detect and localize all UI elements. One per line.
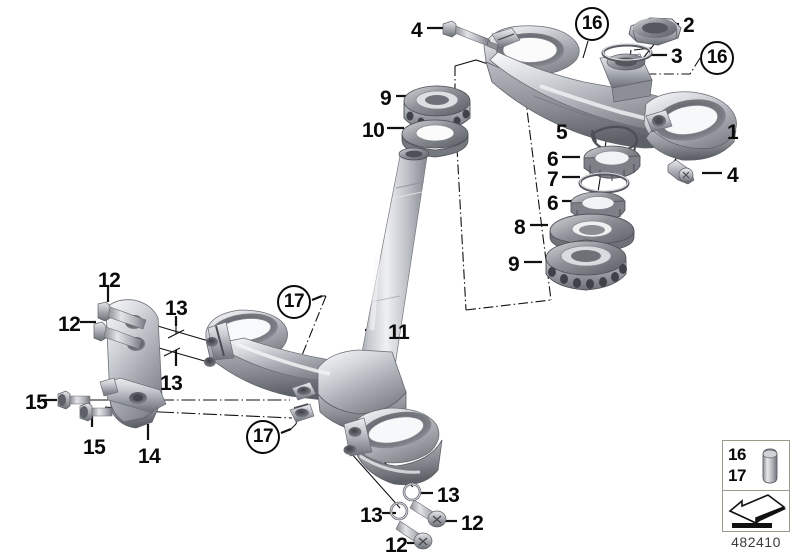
part-13-clamp-washer-d xyxy=(389,501,409,521)
callout-13: 13 xyxy=(165,297,188,320)
callout-12: 12 xyxy=(461,512,484,535)
callout-14: 14 xyxy=(138,445,161,468)
part-4-bolt-top xyxy=(442,20,499,51)
callout-17-circled: 17 xyxy=(277,285,311,319)
legend-box: 16 17 xyxy=(722,440,790,532)
part-11-steering-stem-tube xyxy=(351,147,430,413)
part-9-taper-roller-bearing-lower xyxy=(545,239,627,291)
part-15-bracket-bolt-a xyxy=(57,390,91,410)
callout-7: 7 xyxy=(547,168,559,191)
callout-9: 9 xyxy=(380,87,392,110)
callout-16-circled: 16 xyxy=(700,41,734,75)
callout-6: 6 xyxy=(547,148,559,171)
pin-icon xyxy=(762,448,778,484)
callout-13: 13 xyxy=(437,484,460,507)
part-4-bolt-right xyxy=(667,159,695,185)
callout-13: 13 xyxy=(360,504,383,527)
part-13-clamp-washer-c xyxy=(402,482,422,502)
callout-17-circled: 17 xyxy=(246,420,280,454)
part-1-upper-triple-clamp xyxy=(483,25,737,161)
callout-10: 10 xyxy=(362,119,385,142)
callout-12: 12 xyxy=(385,534,408,557)
legend-pin-row: 16 17 xyxy=(723,441,789,491)
legend-arrow-row xyxy=(723,491,789,531)
callout-11: 11 xyxy=(388,321,410,344)
part-15-bracket-bolt-b xyxy=(79,402,113,422)
part-12-clamp-screw-a xyxy=(97,301,147,330)
callout-12: 12 xyxy=(98,269,121,292)
part-12-clamp-screw-c xyxy=(409,499,447,528)
legend-part-numbers: 16 17 xyxy=(728,444,746,486)
callout-6: 6 xyxy=(547,192,559,215)
callout-15: 15 xyxy=(25,391,48,414)
callout-5: 5 xyxy=(556,121,568,144)
part-12-clamp-screw-b xyxy=(93,321,143,350)
callout-4: 4 xyxy=(411,19,423,42)
callout-8: 8 xyxy=(514,216,526,239)
part-3-washer-ring xyxy=(601,43,653,63)
callout-9: 9 xyxy=(508,253,520,276)
callout-16-circled: 16 xyxy=(575,7,609,41)
part-10-bearing-spacer-ring xyxy=(401,119,469,158)
callout-2: 2 xyxy=(683,14,695,37)
part-12-clamp-screw-d xyxy=(395,520,433,550)
part-6-ring-nut-upper xyxy=(583,145,641,181)
callout-3: 3 xyxy=(671,45,683,68)
callout-15: 15 xyxy=(83,436,106,459)
document-number: 482410 xyxy=(731,534,781,550)
assembly-arrow-icon xyxy=(728,494,786,528)
bearing-stack xyxy=(545,125,641,291)
legend-number-17: 17 xyxy=(728,466,746,485)
callout-1: 1 xyxy=(727,121,739,144)
legend-number-16: 16 xyxy=(728,445,746,464)
callout-12: 12 xyxy=(58,313,81,336)
lower-triple-clamp-assembly xyxy=(204,309,443,486)
callout-4: 4 xyxy=(727,164,739,187)
callout-13: 13 xyxy=(160,372,183,395)
part-2-top-nut xyxy=(628,17,682,46)
part-9-taper-roller-bearing-upper xyxy=(403,85,471,133)
